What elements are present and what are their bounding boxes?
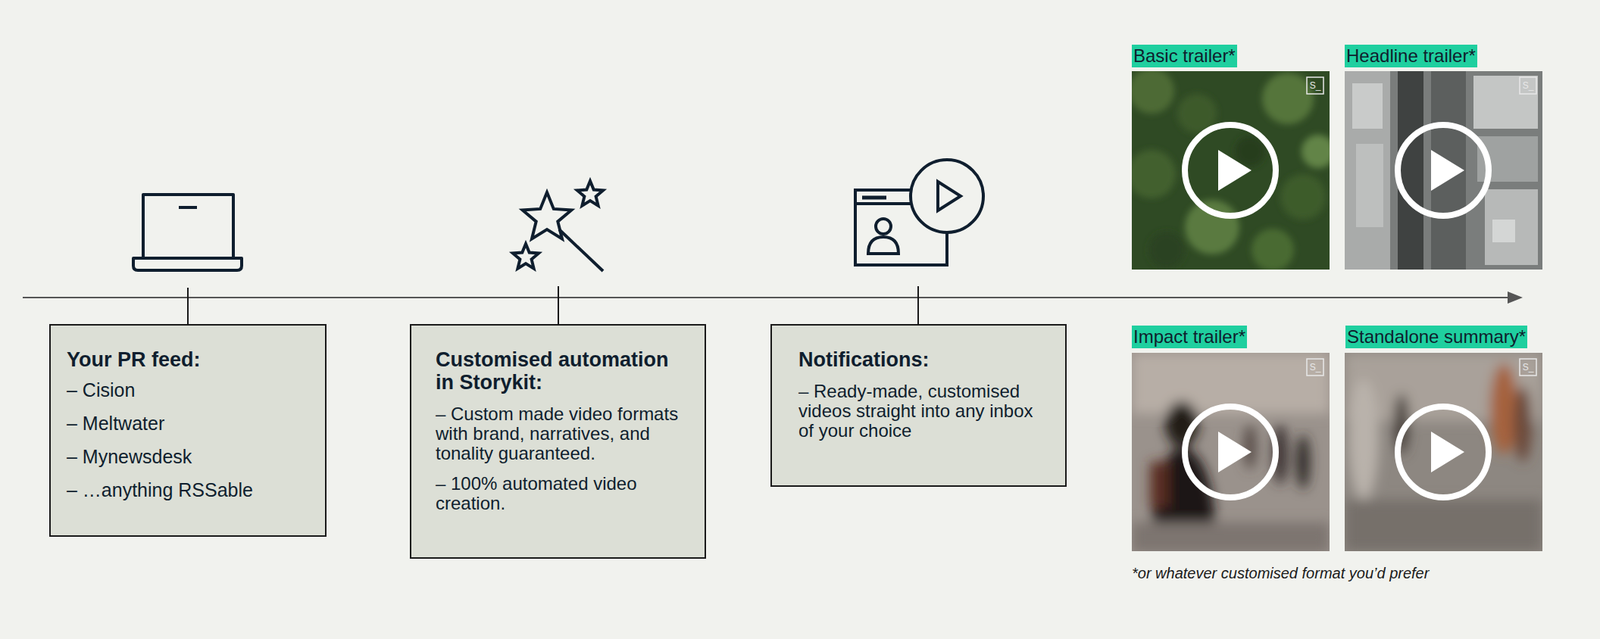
footnote: *or whatever customised format you’d pre…	[1131, 565, 1429, 583]
logo-mark: S_	[1306, 77, 1324, 94]
logo-mark: S_	[1519, 77, 1537, 94]
body-text: – Meltwater	[66, 412, 310, 435]
magic-wand-icon	[512, 181, 604, 272]
heading-text: Your PR feed:	[66, 348, 310, 372]
heading-text: Notifications:	[798, 348, 1050, 372]
body-text: – Custom made video formats with brand, …	[435, 404, 690, 464]
logo-mark: S_	[1306, 359, 1324, 376]
format-tag: Impact trailer*	[1131, 325, 1247, 349]
heading-text: Impact trailer*	[1133, 325, 1246, 349]
format-tag: Basic trailer*	[1131, 44, 1238, 68]
body-text: – …anything RSSable	[66, 478, 310, 502]
video-thumbnail	[1344, 71, 1543, 270]
heading-text: Customised automation in Storykit:	[435, 348, 690, 394]
video-thumbnail	[1131, 353, 1330, 552]
process-box: Customised automation in Storykit: – Cust…	[409, 324, 707, 560]
body-text: – Ready-made, customised videos straight…	[798, 381, 1050, 441]
timeline	[22, 286, 1523, 325]
video-notification-icon	[855, 159, 984, 266]
heading-text: Basic trailer*	[1133, 44, 1236, 68]
body-text: – 100% automated video creation.	[435, 474, 690, 514]
body-text: – Mynewsdesk	[66, 445, 310, 469]
process-box: Your PR feed: – Cision – Meltwater – Mynews…	[49, 324, 327, 538]
body-text: – Cision	[66, 378, 310, 402]
laptop-icon	[133, 194, 242, 271]
process-box: Notifications: – Ready-made, customised v…	[770, 324, 1067, 488]
logo-mark: S_	[1519, 359, 1537, 376]
format-tag: Headline trailer*	[1344, 44, 1478, 68]
video-thumbnail	[1344, 353, 1543, 552]
video-thumbnail	[1131, 71, 1330, 270]
heading-text: Headline trailer*	[1346, 44, 1476, 68]
format-tag: Standalone summary*	[1345, 325, 1528, 349]
heading-text: Standalone summary*	[1346, 325, 1526, 349]
